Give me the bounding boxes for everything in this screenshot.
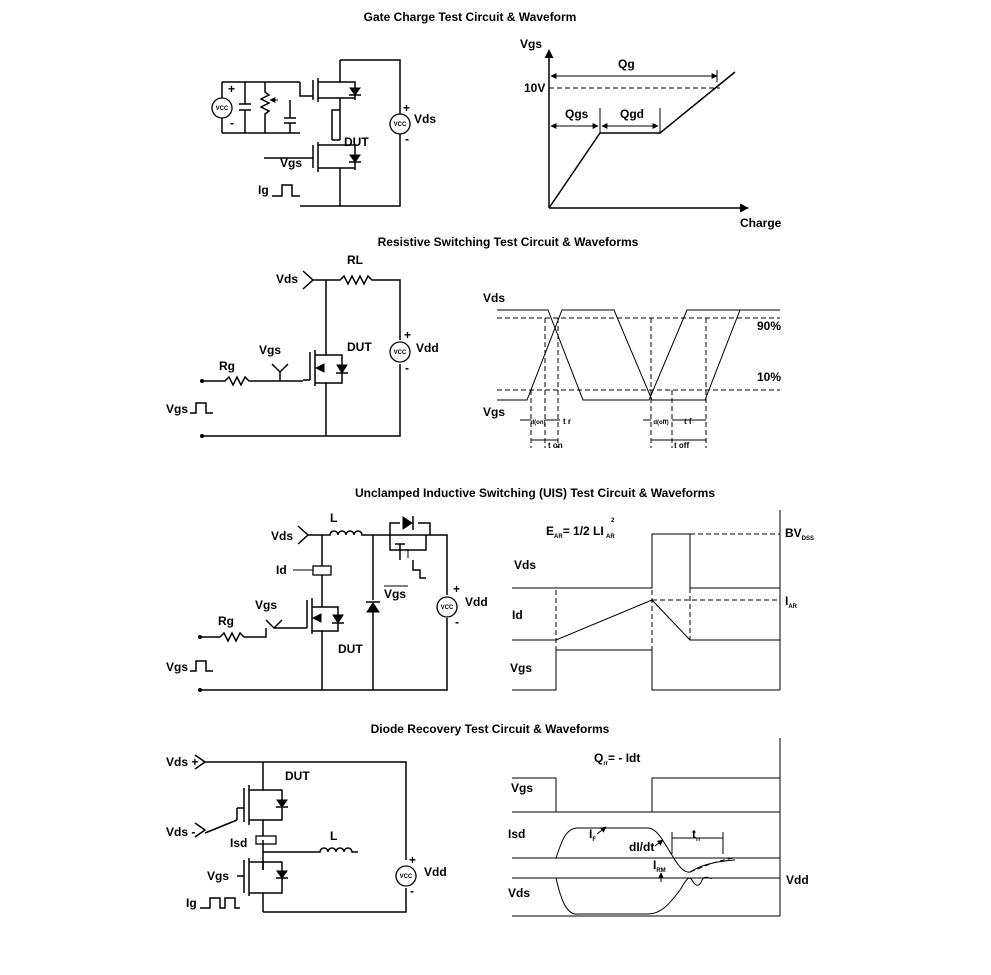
svg-text:VCC: VCC bbox=[441, 605, 454, 611]
svg-text:-: - bbox=[405, 132, 409, 146]
label-vds: Vds bbox=[514, 558, 536, 572]
svg-text:+: + bbox=[409, 853, 416, 867]
label-dut: DUT bbox=[338, 642, 363, 656]
gate-charge-circuit: VCC + - VCC + - Vds DUT Vgs Ig bbox=[211, 59, 436, 207]
ear-label: EAR= 1/2 LI bbox=[546, 524, 604, 540]
label-isd: Isd bbox=[508, 827, 525, 841]
tf-label: t f bbox=[684, 417, 692, 426]
label-rg: Rg bbox=[219, 359, 235, 373]
title-diode: Diode Recovery Test Circuit & Waveforms bbox=[371, 722, 610, 736]
uis-circuit: Vds L Id DUT Vgs Rg Vgs Vgs bbox=[166, 511, 488, 692]
label-vgs: Vgs bbox=[511, 781, 533, 795]
label-vdd: Vdd bbox=[416, 341, 439, 355]
td-off-label: d(off) bbox=[653, 420, 668, 426]
if-label: IF bbox=[589, 827, 596, 843]
title-resistive: Resistive Switching Test Circuit & Wavef… bbox=[378, 235, 639, 249]
label-vdd: Vdd bbox=[786, 873, 809, 887]
vcc-source bbox=[395, 865, 417, 887]
label-vgs: Vgs bbox=[510, 661, 532, 675]
qg-label: Qg bbox=[618, 57, 635, 71]
iar-label: IAR bbox=[785, 594, 798, 610]
tr-label: t r bbox=[563, 417, 571, 426]
svg-text:VCC: VCC bbox=[216, 106, 229, 112]
svg-text:-: - bbox=[410, 884, 414, 898]
label-vdd: Vdd bbox=[465, 595, 488, 609]
label-isd: Isd bbox=[230, 836, 247, 850]
title-gate-charge: Gate Charge Test Circuit & Waveform bbox=[364, 10, 577, 24]
bvdss-label: BVDSS bbox=[785, 526, 814, 542]
y-axis-label: Vgs bbox=[520, 37, 542, 51]
diode-circuit: Vds + DUT Vds - Isd L Vgs Ig VCC + - Vdd bbox=[166, 754, 447, 913]
label-ig: Ig bbox=[186, 896, 197, 910]
didt-label: dI/dt bbox=[629, 840, 654, 854]
label-l: L bbox=[330, 829, 337, 843]
label-vds: Vds bbox=[414, 112, 436, 126]
label-vds: Vds bbox=[271, 529, 293, 543]
label-dut: DUT bbox=[344, 135, 369, 149]
svg-text:+: + bbox=[403, 101, 410, 115]
td-on-label: d(on) bbox=[531, 420, 546, 426]
svg-text:+: + bbox=[404, 328, 411, 342]
label-vds: Vds bbox=[483, 291, 505, 305]
label-vds-plus: Vds + bbox=[166, 755, 198, 769]
label-vds: Vds bbox=[276, 272, 298, 286]
label-vgs-pulse: Vgs bbox=[166, 660, 188, 674]
label-10pct: 10% bbox=[757, 370, 781, 384]
resistive-circuit: Vds RL DUT Vgs Rg Vgs VCC + - Vdd bbox=[166, 253, 439, 438]
gate-charge-waveform: Vgs Charge 10V Qg Qgs Qgd bbox=[520, 37, 782, 230]
vcc-source-1 bbox=[211, 97, 233, 119]
svg-text:AR: AR bbox=[606, 534, 615, 540]
vcc-source bbox=[389, 341, 411, 363]
ton-label: t on bbox=[548, 441, 563, 450]
label-vgs: Vgs bbox=[259, 343, 281, 357]
svg-text:VCC: VCC bbox=[394, 122, 407, 128]
vcc-source-2 bbox=[389, 113, 411, 135]
toff-label: t off bbox=[674, 441, 689, 450]
svg-text:VCC: VCC bbox=[394, 350, 407, 356]
trr-label: trr bbox=[692, 827, 701, 843]
label-dut: DUT bbox=[347, 340, 372, 354]
label-vgs-pulse: Vgs bbox=[166, 402, 188, 416]
label-vgs: Vgs bbox=[280, 156, 302, 170]
x-axis-label: Charge bbox=[740, 216, 782, 230]
label-vds: Vds bbox=[508, 886, 530, 900]
label-id: Id bbox=[276, 563, 287, 577]
label-vgs: Vgs bbox=[207, 869, 229, 883]
label-ig: Ig bbox=[258, 183, 269, 197]
svg-text:-: - bbox=[230, 116, 234, 130]
svg-text:VCC: VCC bbox=[400, 874, 413, 880]
label-rl: RL bbox=[347, 253, 363, 267]
svg-text:2: 2 bbox=[611, 518, 615, 524]
label-vdd: Vdd bbox=[424, 865, 447, 879]
label-vgs: Vgs bbox=[255, 598, 277, 612]
label-dut: DUT bbox=[285, 769, 310, 783]
label-vds-minus: Vds - bbox=[166, 825, 195, 839]
qrr-label: Qrr= - Idt bbox=[594, 751, 640, 767]
resistive-waveform: Vds Vgs 90% 10% d(on) t r t on d(off) t … bbox=[483, 291, 781, 450]
qgd-label: Qgd bbox=[620, 107, 644, 121]
vcc-source bbox=[436, 596, 458, 618]
svg-text:+: + bbox=[453, 582, 460, 596]
uis-waveform: EAR= 1/2 LI 2 AR BVDSS IAR Vds Id Vgs bbox=[510, 510, 814, 691]
svg-text:-: - bbox=[405, 361, 409, 375]
qgs-label: Qgs bbox=[565, 107, 589, 121]
svg-text:-: - bbox=[455, 615, 459, 629]
label-vgs-bar: Vgs bbox=[384, 587, 406, 601]
irm-label: IRM bbox=[653, 858, 666, 874]
label-vgs: Vgs bbox=[483, 405, 505, 419]
label-90pct: 90% bbox=[757, 319, 781, 333]
level-10v: 10V bbox=[524, 81, 545, 95]
title-uis: Unclamped Inductive Switching (UIS) Test… bbox=[355, 486, 715, 500]
label-id: Id bbox=[512, 608, 523, 622]
label-rg: Rg bbox=[218, 614, 234, 628]
svg-text:+: + bbox=[228, 82, 235, 96]
label-l: L bbox=[330, 511, 337, 525]
diode-waveform: Qrr= - Idt Vgs Isd Vds Vdd IF dI/dt trr … bbox=[508, 738, 809, 917]
